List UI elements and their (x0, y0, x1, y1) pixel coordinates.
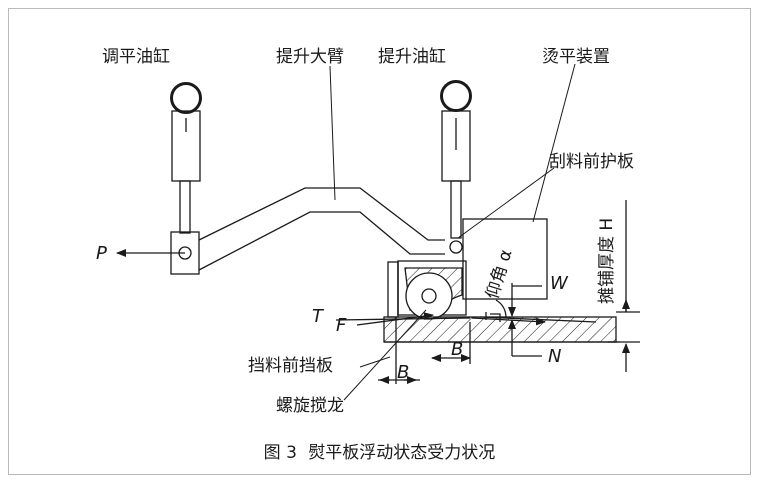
auger-shape (404, 267, 463, 320)
attack-angle-line (471, 317, 546, 326)
symbol-b-lower: B (397, 362, 409, 383)
symbol-b-upper: B (451, 339, 463, 360)
lift-arm-shape (198, 187, 445, 271)
label-lift-cylinder: 提升油缸 (378, 46, 446, 67)
dimension-b-upper (431, 322, 471, 364)
symbol-n: N (548, 346, 561, 367)
label-screed-unit: 烫平装置 (542, 47, 610, 67)
label-front-baffle: 挡料前挡板 (248, 356, 333, 376)
dimension-b-lower (378, 317, 420, 384)
caption-title: 熨平板浮动状态受力状况 (308, 443, 496, 463)
label-lift-arm: 提升大臂 (276, 47, 344, 67)
symbol-t: T (312, 306, 325, 327)
leader-lines (329, 63, 576, 401)
figure-caption: 图 3 熨平板浮动状态受力状况 (0, 438, 759, 463)
lift-cylinder-shape (440, 80, 472, 239)
leveling-cylinder-shape (170, 82, 202, 234)
label-paving-thickness: 摊铺厚度 H (597, 218, 617, 304)
symbol-p: P (96, 243, 107, 264)
caption-number: 图 3 (263, 443, 297, 463)
symbol-f: F (336, 315, 347, 336)
label-front-scraper-guard: 刮料前护板 (549, 152, 634, 172)
symbol-w: W (550, 273, 569, 294)
label-auger: 螺旋搅龙 (276, 396, 344, 416)
figure-frame (8, 8, 751, 475)
label-leveling-cylinder: 调平油缸 (102, 46, 170, 67)
